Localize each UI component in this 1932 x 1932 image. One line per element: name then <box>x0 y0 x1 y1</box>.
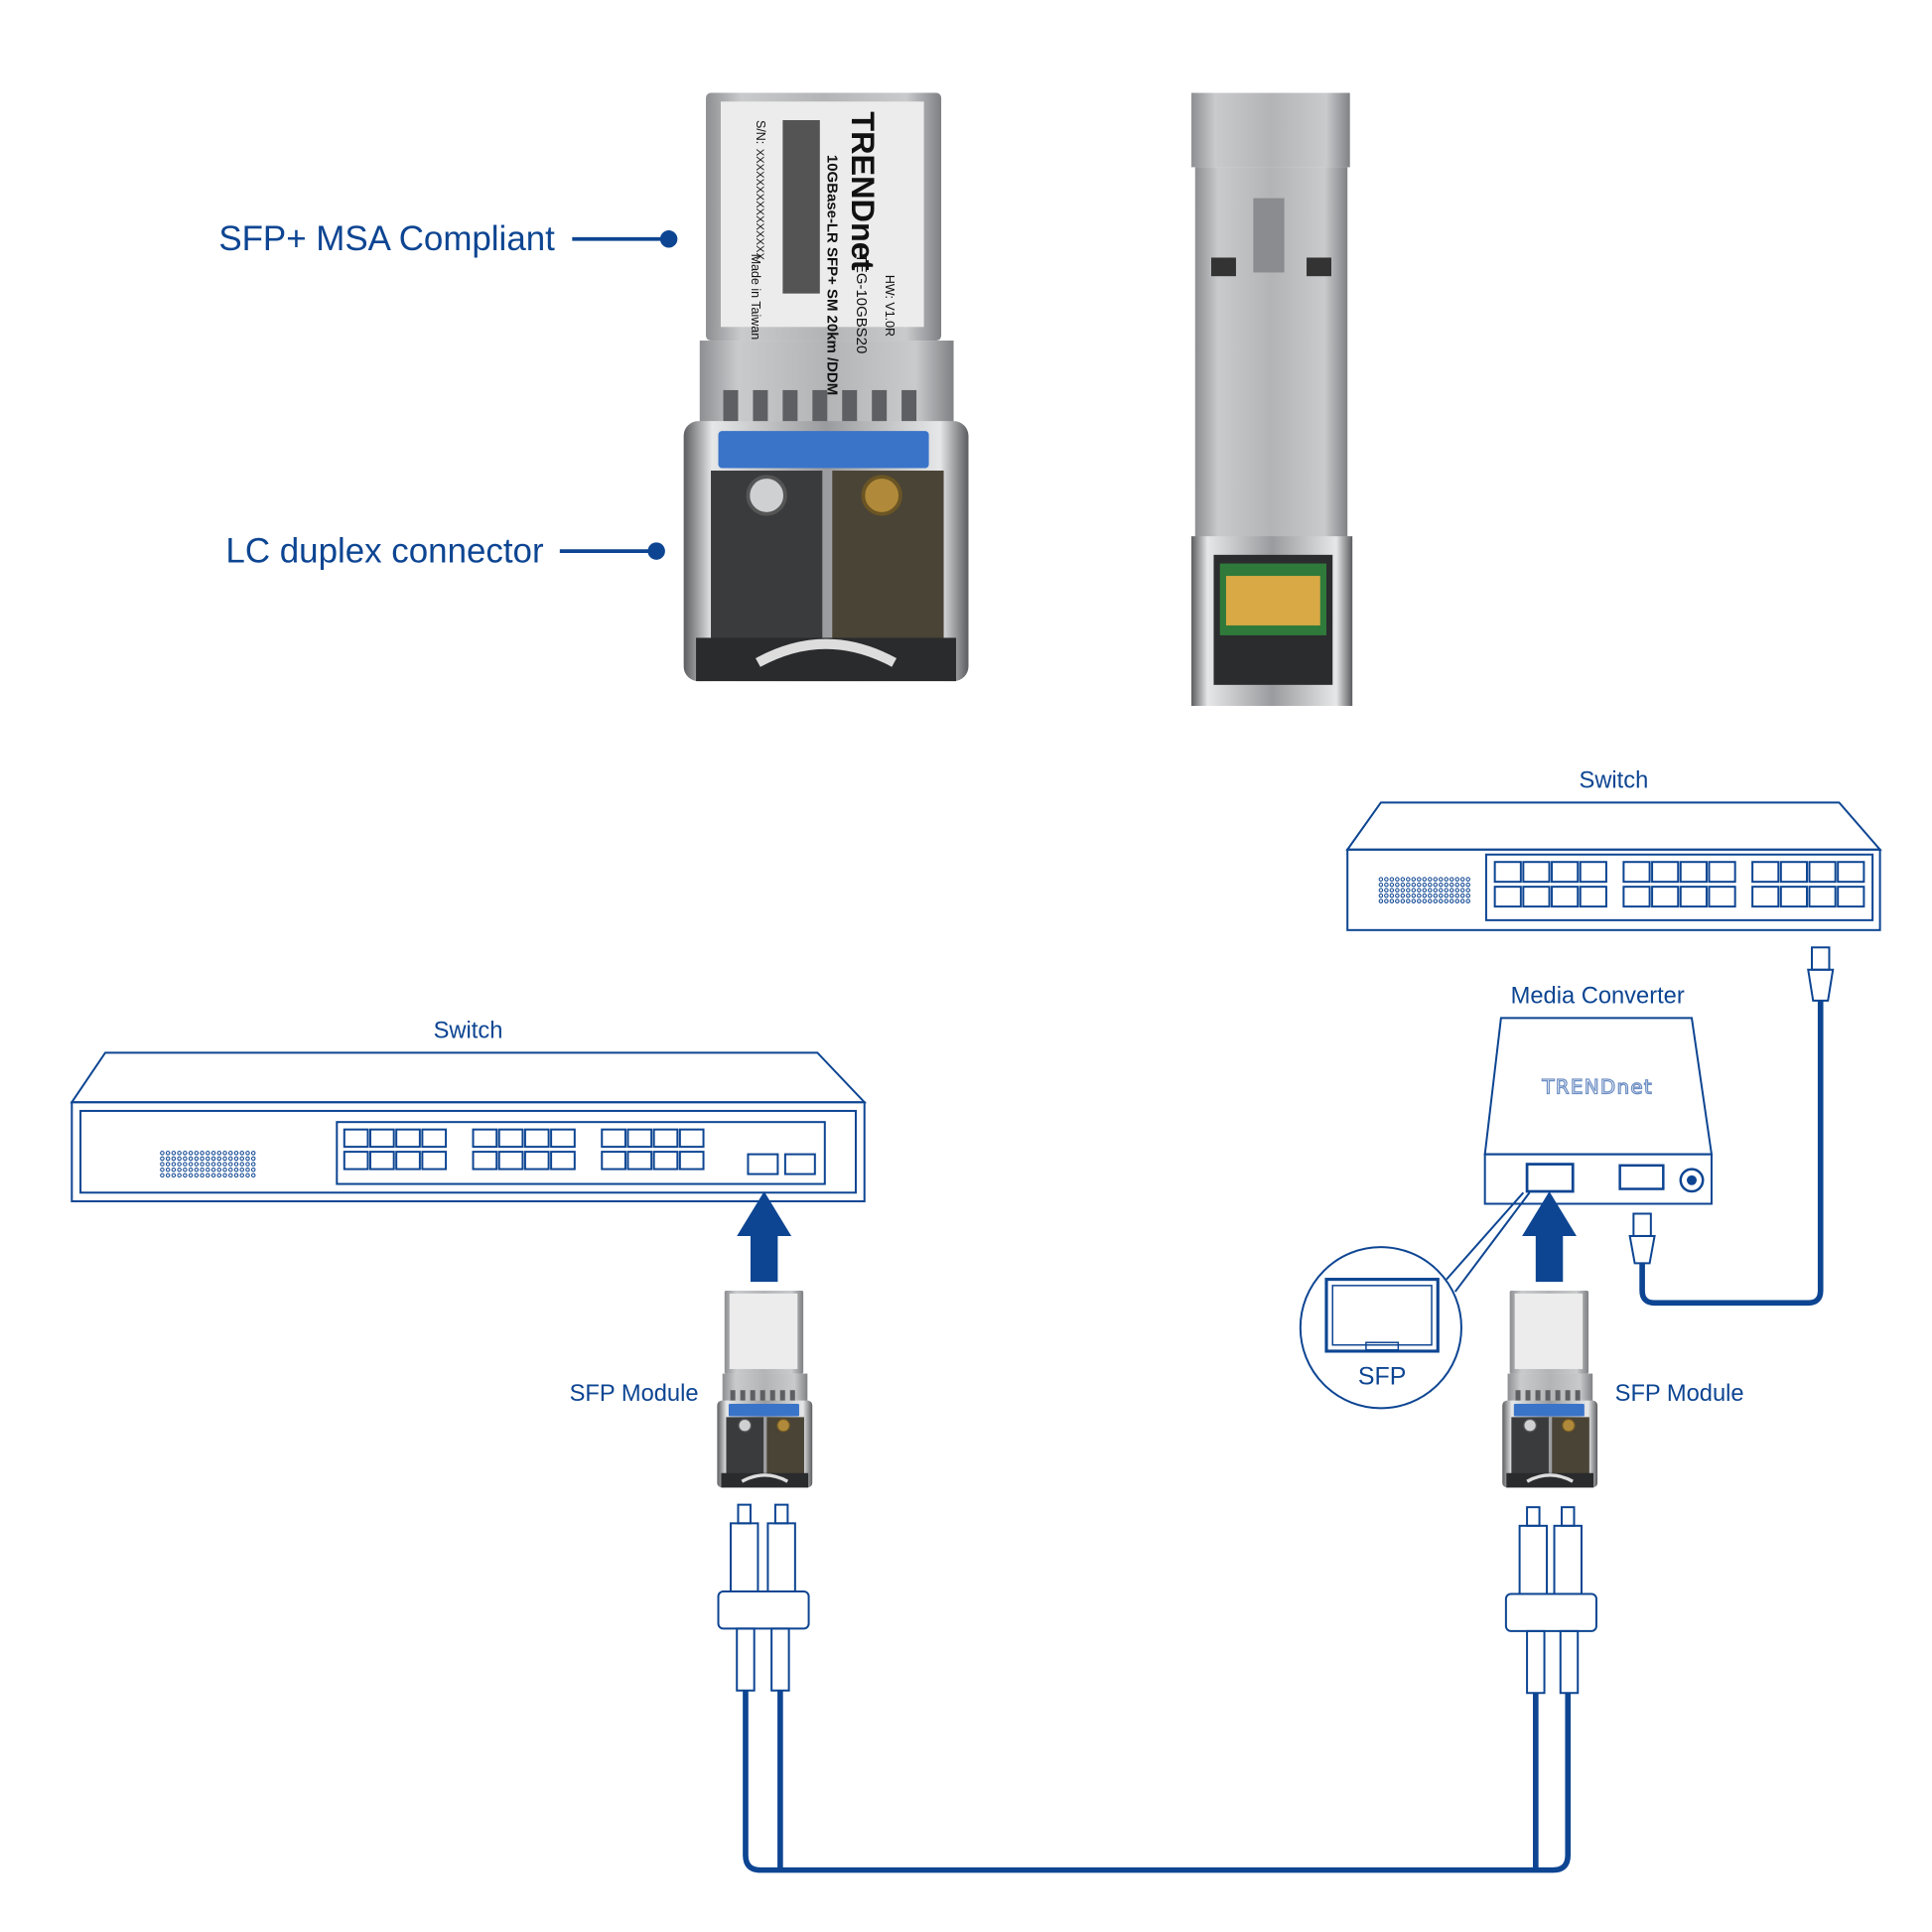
ethernet-port <box>626 1128 653 1149</box>
ethernet-port <box>1651 886 1680 908</box>
ethernet-port <box>1679 861 1708 884</box>
ethernet-port <box>1579 861 1607 884</box>
lc-connector-left <box>717 1503 810 1692</box>
ethernet-port <box>1651 861 1680 884</box>
right-switch: Switch <box>1345 767 1882 931</box>
ethernet-port <box>368 1128 395 1149</box>
ethernet-port <box>1579 886 1607 908</box>
ethernet-port <box>678 1128 705 1149</box>
ethernet-port <box>1679 886 1708 908</box>
ethernet-port <box>343 1128 369 1149</box>
sfp-port-zoom: SFP <box>1299 1191 1531 1410</box>
ethernet-port <box>523 1128 550 1149</box>
ethernet-port <box>421 1151 448 1171</box>
ethernet-port <box>1522 886 1551 908</box>
ethernet-port <box>1708 886 1736 908</box>
sfp-zoom-label: SFP <box>1358 1363 1407 1391</box>
ethernet-port <box>678 1151 705 1171</box>
ethernet-port <box>626 1151 653 1171</box>
rj45-port <box>1618 1164 1665 1190</box>
insert-arrow-right <box>1522 1191 1577 1283</box>
insert-arrow-left <box>737 1191 792 1283</box>
power-jack-icon <box>1679 1168 1705 1193</box>
ethernet-port <box>1551 886 1580 908</box>
barcode <box>782 120 820 294</box>
ethernet-port <box>1622 886 1651 908</box>
ethernet-port <box>1751 861 1780 884</box>
left-switch: Switch <box>69 1018 868 1203</box>
module-label: TRENDnet 10GBase-LR SFP+ SM 20km /DDM TE… <box>749 111 897 395</box>
ethernet-port <box>1779 886 1809 908</box>
ethernet-port <box>1622 861 1651 884</box>
media-converter: Media Converter TRENDnet <box>1483 983 1714 1205</box>
ethernet-port <box>652 1151 679 1171</box>
sfp-module-left <box>717 1289 813 1490</box>
media-converter-brand: TRENDnet <box>1541 1074 1653 1098</box>
callout-lc: LC duplex connector <box>225 531 665 570</box>
ethernet-port <box>523 1151 550 1171</box>
module-brand: TRENDnet <box>845 111 881 271</box>
ethernet-port <box>472 1128 498 1149</box>
ethernet-cable <box>1628 946 1835 1307</box>
ethernet-port <box>421 1128 448 1149</box>
ethernet-port <box>601 1151 626 1171</box>
ethernet-port <box>601 1128 626 1149</box>
module-model: TEG-10GBS20 <box>853 254 870 354</box>
callout-msa-text: SFP+ MSA Compliant <box>218 219 555 258</box>
ethernet-port <box>343 1151 369 1171</box>
media-converter-label: Media Converter <box>1511 983 1685 1009</box>
sfp-module-back-photo <box>1191 92 1353 707</box>
ethernet-port <box>1708 861 1736 884</box>
ethernet-port <box>1551 861 1580 884</box>
ethernet-port <box>1493 861 1522 884</box>
ethernet-port <box>1837 861 1865 884</box>
lc-connector-right <box>1504 1506 1597 1695</box>
sfp-module-front-photo: TRENDnet 10GBase-LR SFP+ SM 20km /DDM TE… <box>684 93 969 682</box>
fiber-cable <box>743 1690 1572 1873</box>
ethernet-port <box>1493 886 1522 908</box>
ethernet-port <box>1779 861 1809 884</box>
ethernet-port <box>550 1128 576 1149</box>
module-hw: HW: V1.0R <box>883 275 897 337</box>
ethernet-port <box>395 1128 421 1149</box>
ethernet-port <box>368 1151 395 1171</box>
callout-lc-text: LC duplex connector <box>225 531 544 570</box>
module-origin: Made in Taiwan <box>749 254 762 340</box>
right-switch-ports <box>1493 861 1865 908</box>
sfp-port <box>1525 1163 1575 1193</box>
ethernet-port <box>1808 861 1837 884</box>
ethernet-port <box>1522 861 1551 884</box>
ethernet-port <box>497 1151 524 1171</box>
left-module-label: SFP Module <box>570 1381 699 1407</box>
ethernet-port <box>1751 886 1780 908</box>
left-switch-label: Switch <box>434 1018 503 1043</box>
ethernet-port <box>1837 886 1865 908</box>
module-sn-label: S/N: <box>754 120 767 144</box>
ethernet-port <box>550 1151 576 1171</box>
right-switch-label: Switch <box>1580 767 1649 793</box>
callout-msa: SFP+ MSA Compliant <box>218 219 678 258</box>
left-switch-ports <box>343 1128 705 1171</box>
sfp-module-right <box>1502 1289 1598 1490</box>
ethernet-port <box>497 1128 524 1149</box>
ethernet-port <box>395 1151 421 1171</box>
module-sn-value: XXXXXXXXXXXXXXX <box>754 149 765 261</box>
module-description: 10GBase-LR SFP+ SM 20km /DDM <box>823 155 840 395</box>
ethernet-port <box>1808 886 1837 908</box>
ethernet-port <box>652 1128 679 1149</box>
ethernet-port <box>472 1151 498 1171</box>
right-module-label: SFP Module <box>1615 1381 1744 1407</box>
